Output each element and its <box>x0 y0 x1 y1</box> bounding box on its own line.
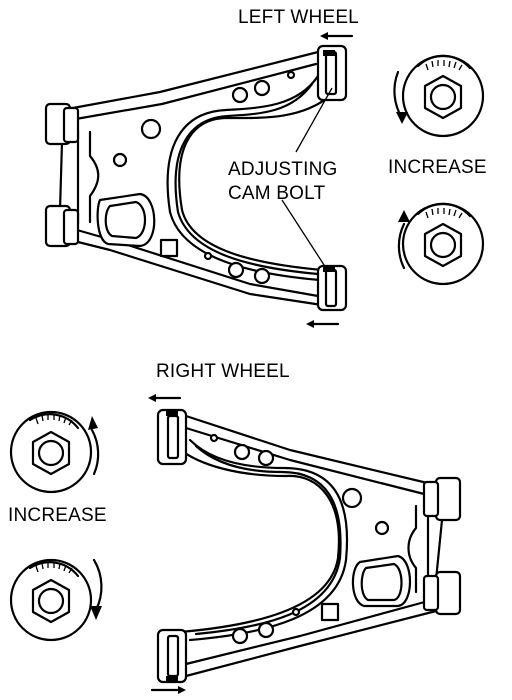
increase-cam-upper-top <box>393 54 485 138</box>
increase-cam-upper-bottom <box>9 410 100 494</box>
increase-cam-lower-bottom <box>9 558 103 642</box>
adjusting-cam-bolt-label-line1: ADJUSTING <box>228 159 338 180</box>
increase-cam-lower-top <box>397 202 485 286</box>
left-wheel-label: LEFT WHEEL <box>238 7 359 28</box>
increase-label-top: INCREASE <box>388 157 487 178</box>
left-wheel-control-arm <box>44 32 354 328</box>
adjusting-cam-bolt-label-line2: CAM BOLT <box>228 183 326 204</box>
cam-bolt-leader-lower <box>281 199 327 269</box>
increase-label-bottom: INCREASE <box>8 505 107 526</box>
right-wheel-control-arm <box>148 394 462 694</box>
cam-bolt-leader-upper <box>295 87 333 153</box>
right-wheel-label: RIGHT WHEEL <box>156 361 290 382</box>
